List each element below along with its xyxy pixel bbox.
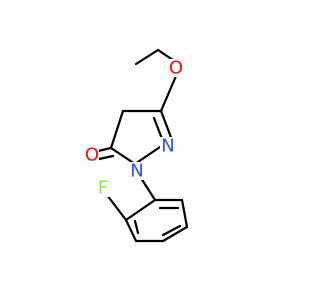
bond-c3-n2 <box>159 109 174 142</box>
molecule-canvas: O N N O F <box>83 48 189 243</box>
bond-ph-c6-c1 <box>124 198 157 222</box>
amide-nitrogen-bg <box>129 162 145 180</box>
fluorine-bg <box>96 179 110 197</box>
ether-oxygen-label: O <box>169 58 183 79</box>
molecule-structure: O N N O F <box>83 48 189 243</box>
fluorine-label: F <box>98 178 108 199</box>
bond-ph-inner-2 <box>161 224 182 237</box>
imine-nitrogen-label: N <box>161 136 174 157</box>
carbonyl-oxygen-bg <box>83 146 99 164</box>
bond-ph-inner-3 <box>133 219 140 235</box>
ether-oxygen-bg <box>168 59 184 77</box>
carbonyl-oxygen-label: O <box>85 145 99 166</box>
bond-n1-phenyl <box>139 176 157 202</box>
bond-carbonyl-second <box>97 154 115 161</box>
bond-ethyl-terminal <box>134 48 160 66</box>
bond-carbonyl <box>96 146 113 153</box>
bond-c-f <box>105 193 128 222</box>
bond-n1-n2 <box>133 145 162 166</box>
bond-ph-c3-c4 <box>161 225 189 243</box>
bond-c5-n1 <box>109 146 137 166</box>
bond-ether-to-ring <box>159 74 178 113</box>
imine-nitrogen-bg <box>160 137 176 155</box>
bond-ph-c5-c6 <box>124 218 138 243</box>
bond-ph-c2-c3 <box>180 198 189 229</box>
bond-c4-c5 <box>109 109 125 150</box>
amide-nitrogen-label: N <box>130 161 143 182</box>
